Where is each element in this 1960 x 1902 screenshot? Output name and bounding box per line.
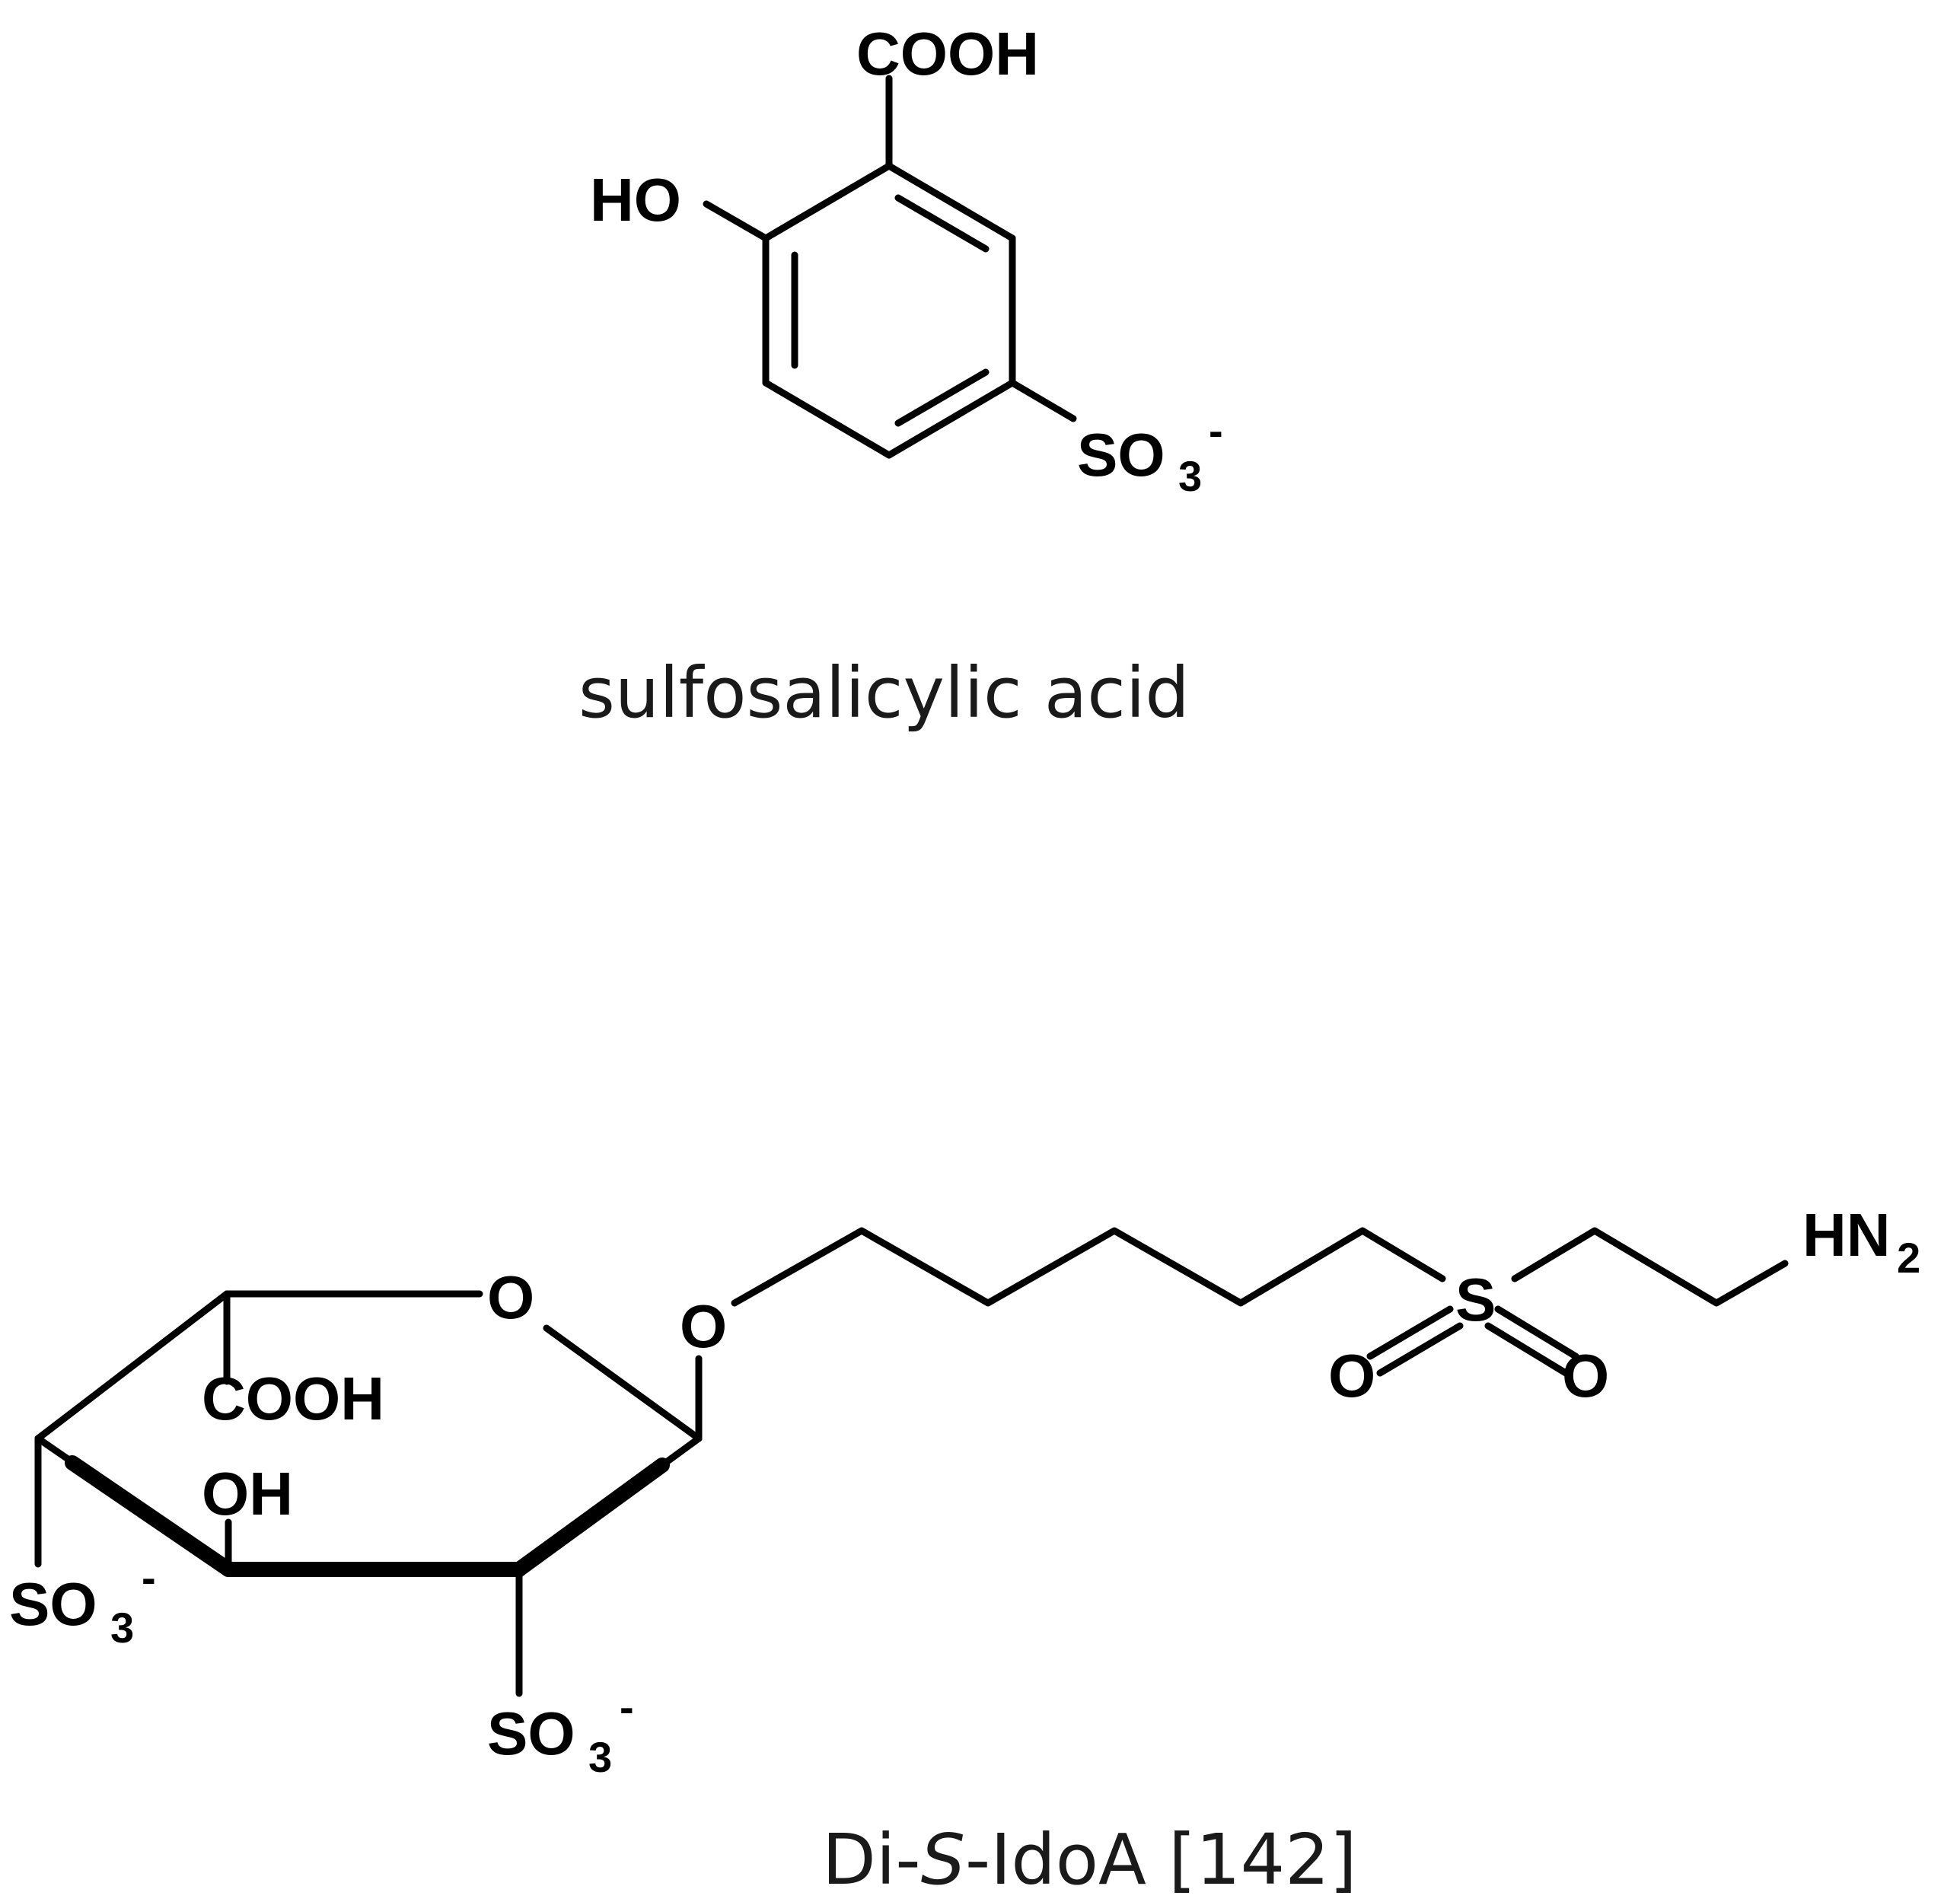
- bottom-sulfate-charge: -: [620, 1683, 634, 1731]
- pentyl-linker-chain: [731, 1227, 1446, 1307]
- di-s-idoa-structure: O O COOH OH SO 3 - SO 3 - S O O HN 2 Di-…: [9, 1201, 1920, 1900]
- amine-hn-label: HN: [1802, 1201, 1891, 1269]
- left-sulfate-subscript: 3: [110, 1604, 134, 1652]
- sulfonate-subscript: 3: [1178, 452, 1202, 500]
- amine-group-label: HN 2: [1802, 1201, 1920, 1282]
- ring-oxygen-label: O: [487, 1263, 534, 1331]
- sulfonate-bond: [1009, 379, 1077, 422]
- ethyl-amine-chain: [1511, 1227, 1789, 1307]
- caption-suffix: -IdoA [142]: [965, 1819, 1357, 1900]
- hydroxyl-bond: [703, 200, 770, 242]
- sulfonyl-oxygen-left-label: O: [1328, 1342, 1375, 1410]
- carboxyl-group-label: COOH: [202, 1365, 384, 1432]
- left-sulfate-label: SO 3 -: [9, 1553, 156, 1652]
- sulfonate-charge: -: [1209, 406, 1223, 454]
- glycosidic-oxygen-label: O: [680, 1292, 727, 1360]
- carboxyl-group-label: COOH: [856, 20, 1039, 88]
- caption-italic-s: S: [921, 1819, 965, 1900]
- bottom-sulfate-subscript: 3: [588, 1733, 612, 1781]
- amine-subscript: 2: [1897, 1234, 1920, 1282]
- bottom-sulfate-label: SO 3 -: [487, 1683, 634, 1781]
- sulfosalicylic-acid-caption: sulfosalicylic acid: [578, 652, 1190, 734]
- sulfonyl-sulfur-label: S: [1455, 1266, 1496, 1333]
- di-s-idoa-caption: Di-S-IdoA [142]: [822, 1819, 1357, 1900]
- hydroxyl-group-label: HO: [590, 166, 681, 234]
- benzene-ring: [762, 162, 1016, 459]
- sulfonate-group-label: SO 3 -: [1077, 406, 1223, 500]
- sulfonate-so-label: SO: [1077, 421, 1165, 489]
- left-sulfate-charge: -: [142, 1553, 156, 1601]
- caption-prefix: Di-: [822, 1819, 921, 1900]
- sulfonyl-double-bonds: [1366, 1305, 1579, 1377]
- sulfonyl-oxygen-right-label: O: [1562, 1342, 1609, 1410]
- sulfosalicylic-acid-structure: COOH HO SO 3 - sulfosalicylic acid: [578, 20, 1223, 734]
- hydroxyl-group-label: OH: [202, 1460, 293, 1528]
- bottom-sulfate-so-label: SO: [487, 1700, 575, 1767]
- pyranose-ring: [34, 1290, 703, 1577]
- left-sulfate-so-label: SO: [9, 1570, 97, 1638]
